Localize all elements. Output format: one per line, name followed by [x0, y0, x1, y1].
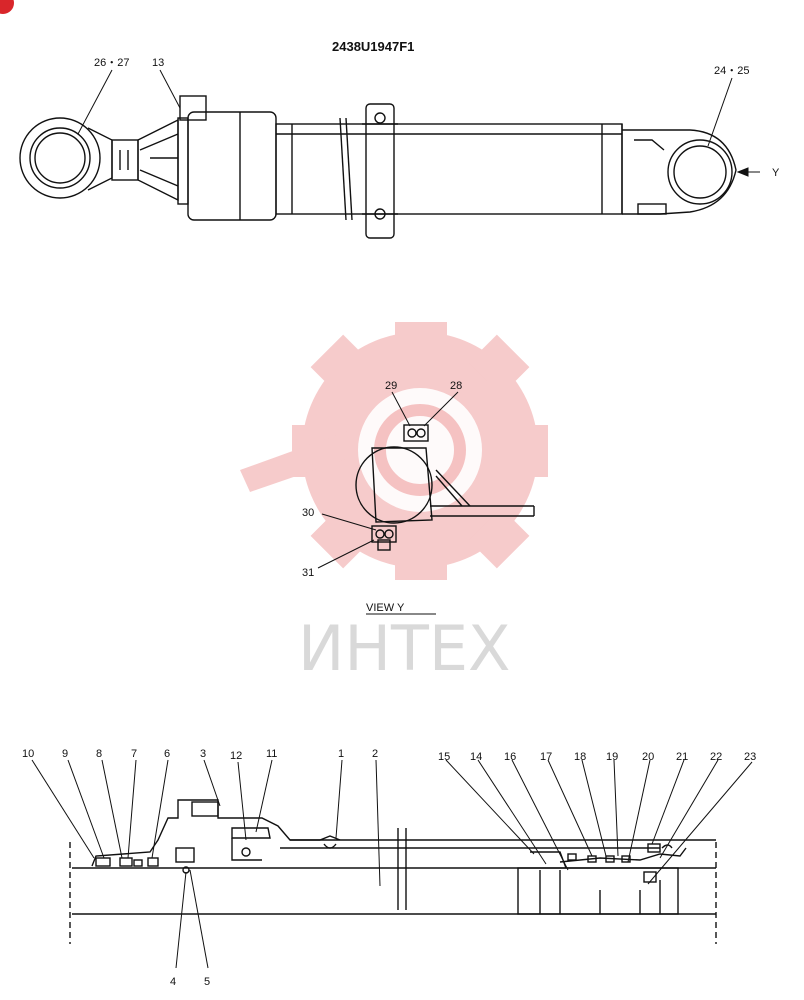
callout-15: 15 [438, 751, 450, 763]
callout-16: 16 [504, 751, 516, 763]
callout-3: 3 [200, 748, 206, 760]
callout-17: 17 [540, 751, 552, 763]
drawing-number: 2438U1947F1 [332, 39, 414, 54]
watermark-text: ИНТЕХ [298, 612, 511, 685]
callout-24-25: 24・25 [714, 65, 749, 77]
callout-21: 21 [676, 751, 688, 763]
callout-18: 18 [574, 751, 586, 763]
watermark: ИНТЕХ [240, 322, 548, 685]
view-y-leaders [317, 391, 459, 615]
callout-6: 6 [164, 748, 170, 760]
section-top-callouts: 10 9 8 7 6 3 12 11 1 2 15 14 16 17 18 19… [22, 748, 756, 763]
top-leaders [77, 69, 760, 177]
cylinder-external-view [19, 95, 737, 239]
view-y-drawing [355, 424, 535, 551]
callout-4: 4 [170, 976, 176, 988]
callout-11: 11 [266, 748, 277, 760]
callout-10: 10 [22, 748, 34, 760]
callout-13: 13 [152, 57, 164, 69]
callout-1: 1 [338, 748, 344, 760]
callout-30: 30 [302, 507, 314, 519]
callout-20: 20 [642, 751, 654, 763]
callout-9: 9 [62, 748, 68, 760]
callout-14: 14 [470, 751, 482, 763]
callout-5: 5 [204, 976, 210, 988]
view-arrow-label: Y [772, 167, 780, 179]
cylinder-section-view [69, 799, 717, 944]
view-y-title: VIEW Y [366, 602, 405, 614]
callout-2: 2 [372, 748, 378, 760]
callout-28: 28 [450, 380, 462, 392]
callout-31: 31 [302, 567, 314, 579]
callout-23: 23 [744, 751, 756, 763]
section-leaders [31, 759, 753, 969]
callout-12: 12 [230, 750, 242, 762]
callout-8: 8 [96, 748, 102, 760]
callout-26-27: 26・27 [94, 57, 129, 69]
callout-7: 7 [131, 748, 137, 760]
corner-badge [0, 0, 14, 14]
callout-29: 29 [385, 380, 397, 392]
section-bottom-callouts: 4 5 [170, 976, 210, 988]
callout-19: 19 [606, 751, 618, 763]
callout-22: 22 [710, 751, 722, 763]
